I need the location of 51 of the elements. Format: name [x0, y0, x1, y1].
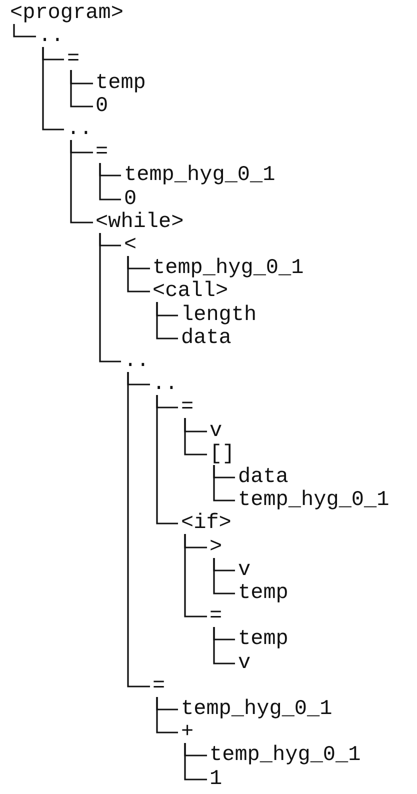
tree-connector	[156, 697, 178, 734]
tree-node-label: v	[206, 420, 222, 442]
tree-connector	[70, 140, 93, 224]
tree-node-label: temp_hyg_0_1	[234, 490, 390, 512]
tree-node-label: temp_hyg_0_1	[148, 258, 304, 280]
tree-node-label: <if>	[177, 513, 232, 534]
tree-connector	[213, 465, 235, 502]
tree-connector	[213, 558, 235, 594]
tree-node-label: ..	[34, 26, 64, 48]
tree-connector	[184, 743, 207, 780]
tree-node-label: =	[63, 49, 80, 70]
tree-node-label: temp	[234, 629, 288, 650]
tree-node-label: +	[177, 722, 194, 744]
tree-connector	[213, 627, 235, 664]
tree-connector	[184, 418, 207, 456]
tree-node-label: 0	[120, 188, 137, 210]
tree-node-label: data	[177, 328, 232, 349]
tree-connector	[99, 163, 121, 200]
tree-connector	[13, 24, 36, 38]
tree-connector	[156, 302, 178, 340]
tree-node-label: =	[92, 142, 108, 164]
tree-node-label: <	[120, 235, 137, 256]
tree-node-label: >	[206, 536, 222, 558]
tree-node-label: =	[148, 676, 166, 697]
tree-node-label: length	[177, 304, 257, 326]
tree-node-label: ..	[148, 374, 178, 396]
tree-node-label: []	[206, 444, 235, 465]
tree-node-label: temp_hyg_0_1	[177, 699, 332, 720]
tree-connector	[127, 372, 150, 688]
tree-node-label: ..	[120, 351, 150, 372]
tree-node-label: temp_hyg_0_1	[120, 165, 276, 186]
tree-connector	[99, 233, 121, 362]
tree-connector	[70, 70, 93, 108]
tree-node-label: =	[206, 606, 222, 628]
tree-node-label: data	[234, 467, 288, 488]
tree-node-label: temp	[234, 583, 288, 604]
tree-node-label: temp_hyg_0_1	[206, 745, 361, 766]
tree-node-label: v	[234, 652, 251, 674]
tree-node-label: <program>	[6, 3, 124, 24]
tree-node-label: <while>	[92, 212, 184, 233]
tree-node-label: 1	[206, 768, 222, 790]
tree-node-label: <call>	[148, 281, 228, 302]
tree-node-label: temp	[92, 72, 146, 94]
tree-node-label: ..	[63, 119, 92, 140]
tree-node-label: =	[177, 397, 194, 418]
tree-connector	[127, 256, 150, 292]
tree-connector	[156, 395, 178, 524]
tree-connector	[184, 534, 207, 618]
tree-node-label: v	[234, 560, 251, 581]
tree-connector	[42, 47, 64, 130]
tree-node-label: 0	[92, 96, 108, 117]
